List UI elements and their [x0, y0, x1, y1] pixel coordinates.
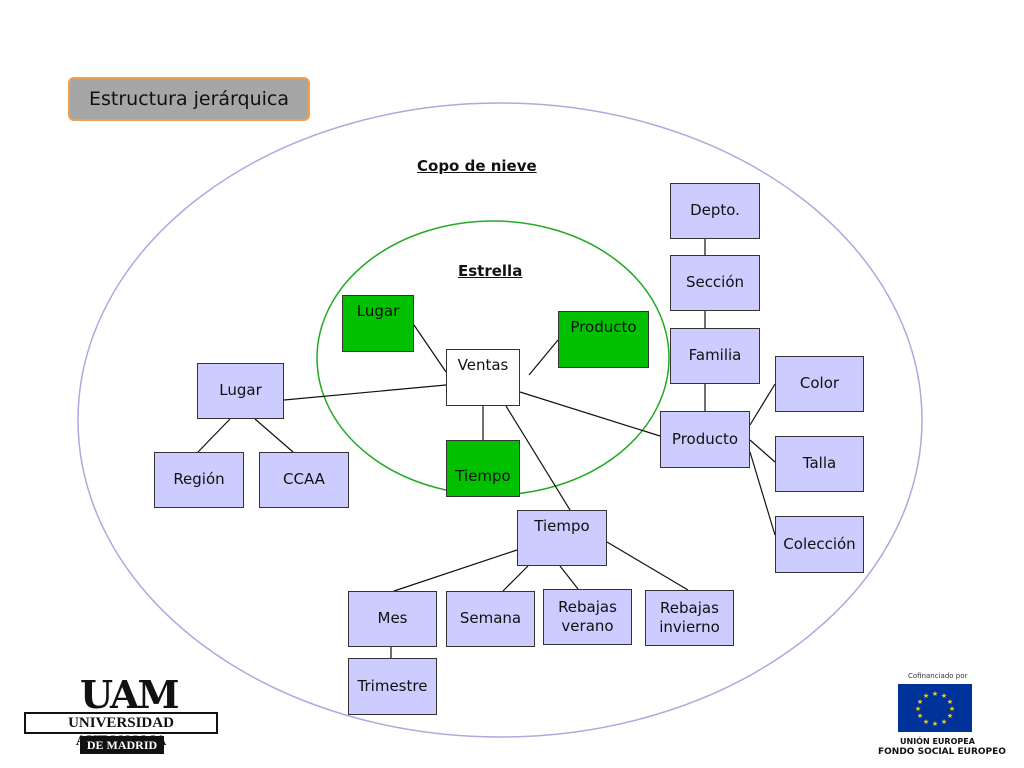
eu-cofinanced-text: Cofinanciado por: [908, 672, 968, 680]
node-color: Color: [775, 356, 864, 412]
eu-line1: UNIÓN EUROPEA: [900, 737, 975, 746]
edge-lugar-ccaa: [254, 418, 294, 453]
edge-tiempo-rebajas-verano: [559, 565, 579, 590]
edge-tiempo-semana: [502, 565, 529, 592]
edge-producto-talla: [749, 439, 776, 463]
eu-flag-icon: ★★★ ★★★ ★★★ ★★★: [898, 684, 972, 732]
svg-text:★: ★: [949, 705, 955, 713]
eu-line2: FONDO SOCIAL EUROPEO: [878, 747, 1006, 757]
snowflake-heading: Copo de nieve: [417, 157, 537, 175]
uam-logo: UAM UNIVERSIDAD AUTONOMA DE MADRID: [24, 672, 220, 758]
edge-producto-coleccion: [749, 451, 776, 536]
node-ventas-fact: Ventas: [446, 349, 520, 406]
star-heading: Estrella: [458, 262, 523, 280]
node-trimestre: Trimestre: [348, 658, 437, 715]
slide-title: Estructura jerárquica: [68, 77, 310, 121]
node-depto: Depto.: [670, 183, 760, 239]
svg-text:★: ★: [941, 718, 947, 726]
edge-ventas-lugar-snow: [283, 384, 447, 401]
svg-text:★: ★: [932, 690, 938, 698]
node-producto-snowflake: Producto: [660, 411, 750, 468]
svg-text:★: ★: [947, 712, 953, 720]
svg-text:★: ★: [915, 705, 921, 713]
uam-logo-name: UNIVERSIDAD AUTONOMA: [24, 712, 218, 749]
svg-text:★: ★: [947, 698, 953, 706]
edge-producto-color: [749, 383, 776, 426]
edge-ventas-producto-snow: [519, 391, 661, 437]
node-familia: Familia: [670, 328, 760, 384]
svg-text:★: ★: [923, 718, 929, 726]
edge-tiempo-rebajas-invierno: [606, 541, 689, 591]
node-seccion: Sección: [670, 255, 760, 311]
svg-text:★: ★: [941, 692, 947, 700]
edge-lugar-region: [197, 418, 231, 453]
node-rebajas-invierno: Rebajas invierno: [645, 590, 734, 646]
svg-text:★: ★: [923, 692, 929, 700]
node-producto-star: Producto: [558, 311, 649, 368]
snowflake-ellipse: [77, 102, 923, 738]
node-rebajas-verano: Rebajas verano: [543, 589, 632, 645]
edge-ventas-tiempo-snow: [505, 405, 571, 511]
uam-logo-mark: UAM: [80, 672, 180, 717]
node-talla: Talla: [775, 436, 864, 492]
node-coleccion: Colección: [775, 516, 864, 573]
svg-text:★: ★: [932, 720, 938, 728]
node-ccaa: CCAA: [259, 452, 349, 508]
node-region: Región: [154, 452, 244, 508]
svg-text:★: ★: [917, 698, 923, 706]
uam-logo-city: DE MADRID: [80, 736, 164, 754]
node-lugar-snowflake: Lugar: [197, 363, 284, 419]
edge-ventas-lugar-star: [413, 324, 447, 373]
node-semana: Semana: [446, 591, 535, 647]
eu-logo: Cofinanciado por ★★★ ★★★ ★★★ ★★★ UNIÓN E…: [872, 672, 1006, 758]
node-tiempo-snowflake: Tiempo: [517, 510, 607, 566]
node-lugar-star: Lugar: [342, 295, 414, 352]
svg-text:★: ★: [917, 712, 923, 720]
node-tiempo-star: Tiempo: [446, 440, 520, 497]
edge-tiempo-mes: [393, 549, 518, 592]
edge-ventas-producto-star: [528, 339, 559, 376]
node-mes: Mes: [348, 591, 437, 647]
